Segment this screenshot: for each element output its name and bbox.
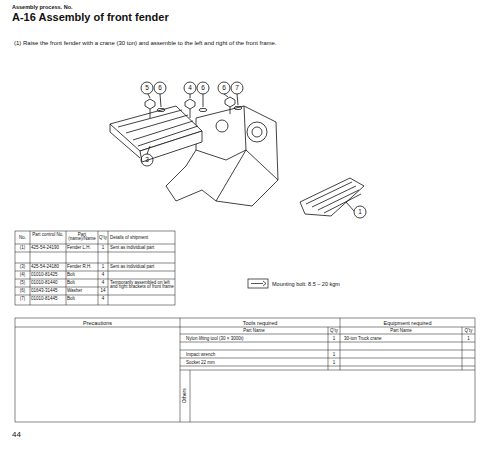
table-cell: 01010-81425 [31, 273, 66, 278]
table-cell: Part Name [180, 329, 328, 334]
table-cell: Details of shipment [110, 236, 174, 241]
table-cell: Fender R.H. [67, 265, 98, 270]
table-cell: Q'ty [462, 329, 475, 334]
table-cell: Q'ty [328, 329, 340, 334]
table-cell: Sent as individual part [110, 246, 174, 251]
table-cell: (4) [15, 273, 30, 278]
table-cell: Part control No. [30, 233, 66, 238]
table-cell: 425-54-24190 [31, 246, 66, 251]
callout-number: 3 [142, 156, 152, 163]
table-cell: Socket 22 mm [186, 361, 326, 366]
table-cell: 1 [462, 337, 475, 342]
instruction-text: (1) Raise the front fender with a crane … [14, 40, 484, 47]
frame-hole [247, 122, 267, 142]
table-cell: Precautions [15, 320, 180, 326]
table-cell: Bolt [67, 273, 98, 278]
table-cell: Temporarily assembled on left and right … [110, 281, 174, 291]
table-cell: 01643-31445 [31, 289, 66, 294]
table-cell: Washer [67, 289, 98, 294]
fender-lh-flange [140, 131, 202, 162]
table-cell: Equipment required [340, 320, 475, 326]
table-cell: Impact wrench [186, 353, 326, 358]
fender-lh-steps [110, 110, 198, 158]
table-cell: Bolt [67, 297, 98, 302]
callout-number: 5 [142, 84, 152, 91]
table-cell: 4 [98, 297, 108, 302]
table-cell: Bolt [67, 281, 98, 286]
table-cell: (6) [15, 289, 30, 294]
page-title: A-16 Assembly of front fender [12, 11, 332, 23]
callout-number: 7 [232, 84, 242, 91]
table-cell: 1 [98, 246, 108, 251]
table-cell: Fender L.H. [67, 246, 98, 251]
table-cell: Part (name)/Name [66, 233, 98, 243]
table-cell: (1) [15, 246, 30, 251]
table-cell: (7) [15, 297, 30, 302]
process-header: Assembly process. No. [12, 4, 152, 10]
page-number: 44 [12, 431, 52, 440]
callout-number: 6 [155, 84, 165, 91]
table-cell: 4 [98, 273, 108, 278]
parts-table [15, 231, 175, 305]
table-cell: Nylon lifting tool (30 × 3000ℓ) [186, 337, 326, 342]
fender-rh-steps [306, 182, 361, 213]
table-cell: Tools required [180, 320, 340, 326]
table-cell: (3) [15, 265, 30, 270]
table-cell: Part Name [340, 329, 462, 334]
frame-hole [252, 127, 262, 137]
table-cell: 30-ton Truck crane [344, 337, 460, 342]
table-cell: 1 [328, 353, 340, 358]
table-cell: Others [182, 376, 188, 416]
torque-icon [248, 279, 268, 288]
table-cell: 01010-81440 [31, 281, 66, 286]
callout-number: 4 [185, 84, 195, 91]
table-cell: 1 [328, 361, 340, 366]
callout-number: 1 [355, 208, 365, 215]
table-cell: 14 [98, 289, 108, 294]
callout-number: 6 [198, 84, 208, 91]
table-cell: 1 [328, 337, 340, 342]
frame-hole [216, 120, 228, 132]
requirements-table [15, 318, 475, 422]
table-cell: 1 [98, 265, 108, 270]
table-cell: 01010-81445 [31, 297, 66, 302]
bolt-set [145, 97, 242, 118]
table-cell: 425-54-24180 [31, 265, 66, 270]
table-cell: Sent as individual part [110, 265, 174, 270]
callout-circle [141, 82, 366, 218]
torque-note: Mounting bolt: 8.5 – 20 kgm [272, 281, 432, 287]
table-cell: No. [15, 236, 30, 241]
table-cell: Q'ty [98, 236, 108, 241]
table-cell: 4 [98, 281, 108, 286]
frame-detail [196, 106, 278, 201]
callout-number: 6 [219, 84, 229, 91]
leader-line [147, 94, 354, 211]
table-cell: (5) [15, 281, 30, 286]
